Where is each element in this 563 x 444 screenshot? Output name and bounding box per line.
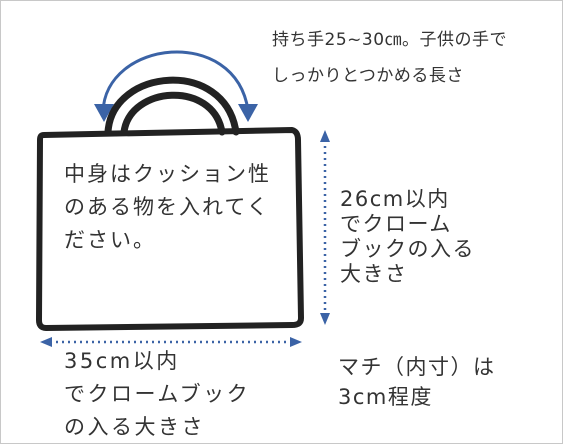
height-note-line3: ブックの入る xyxy=(340,237,475,261)
gusset-note: マチ（内寸）は 3cm程度 xyxy=(338,352,496,412)
height-note: 26cm以内 でクローム ブックの入る 大きさ xyxy=(340,187,475,287)
bag-handles xyxy=(104,76,240,136)
height-note-line2: でクローム xyxy=(340,212,452,236)
handle-inner xyxy=(120,91,226,136)
width-arrow xyxy=(40,337,302,347)
contents-note-line3: ださい。 xyxy=(64,228,156,252)
contents-note-line1: 中身はクッション性 xyxy=(64,162,271,186)
width-note-line1: 35cm以内 xyxy=(64,349,180,373)
handle-note-line1: 持ち手25~30㎝。子供の手で xyxy=(272,30,508,50)
handle-length-arrow xyxy=(101,50,250,113)
gusset-note-line1: マチ（内寸）は xyxy=(338,355,496,379)
handle-outer xyxy=(104,76,240,136)
handle-arrowhead-right xyxy=(238,104,258,122)
handle-length-note: 持ち手25~30㎝。子供の手で しっかりとつかめる長さ xyxy=(272,22,507,94)
bag-body xyxy=(36,127,304,331)
contents-note: 中身はクッション性 のある物を入れてく ださい。 xyxy=(64,158,271,257)
handle-arc xyxy=(101,50,250,113)
width-arrowhead-left xyxy=(40,337,52,347)
width-note-line3: の入る大きさ xyxy=(64,415,205,439)
height-arrowhead-bottom xyxy=(320,313,330,325)
width-note-line2: でクロームブック xyxy=(64,382,251,406)
handle-note-line2: しっかりとつかめる長さ xyxy=(272,66,464,86)
height-arrowhead-top xyxy=(320,130,330,142)
height-note-line4: 大きさ xyxy=(340,262,408,286)
contents-note-line2: のある物を入れてく xyxy=(64,195,270,219)
height-arrow xyxy=(320,130,330,325)
height-note-line1: 26cm以内 xyxy=(340,187,450,211)
width-note: 35cm以内 でクロームブック の入る大きさ xyxy=(64,345,250,444)
handle-arrowhead-left xyxy=(94,104,114,122)
width-arrowhead-right xyxy=(290,337,302,347)
gusset-note-line2: 3cm程度 xyxy=(338,385,433,409)
